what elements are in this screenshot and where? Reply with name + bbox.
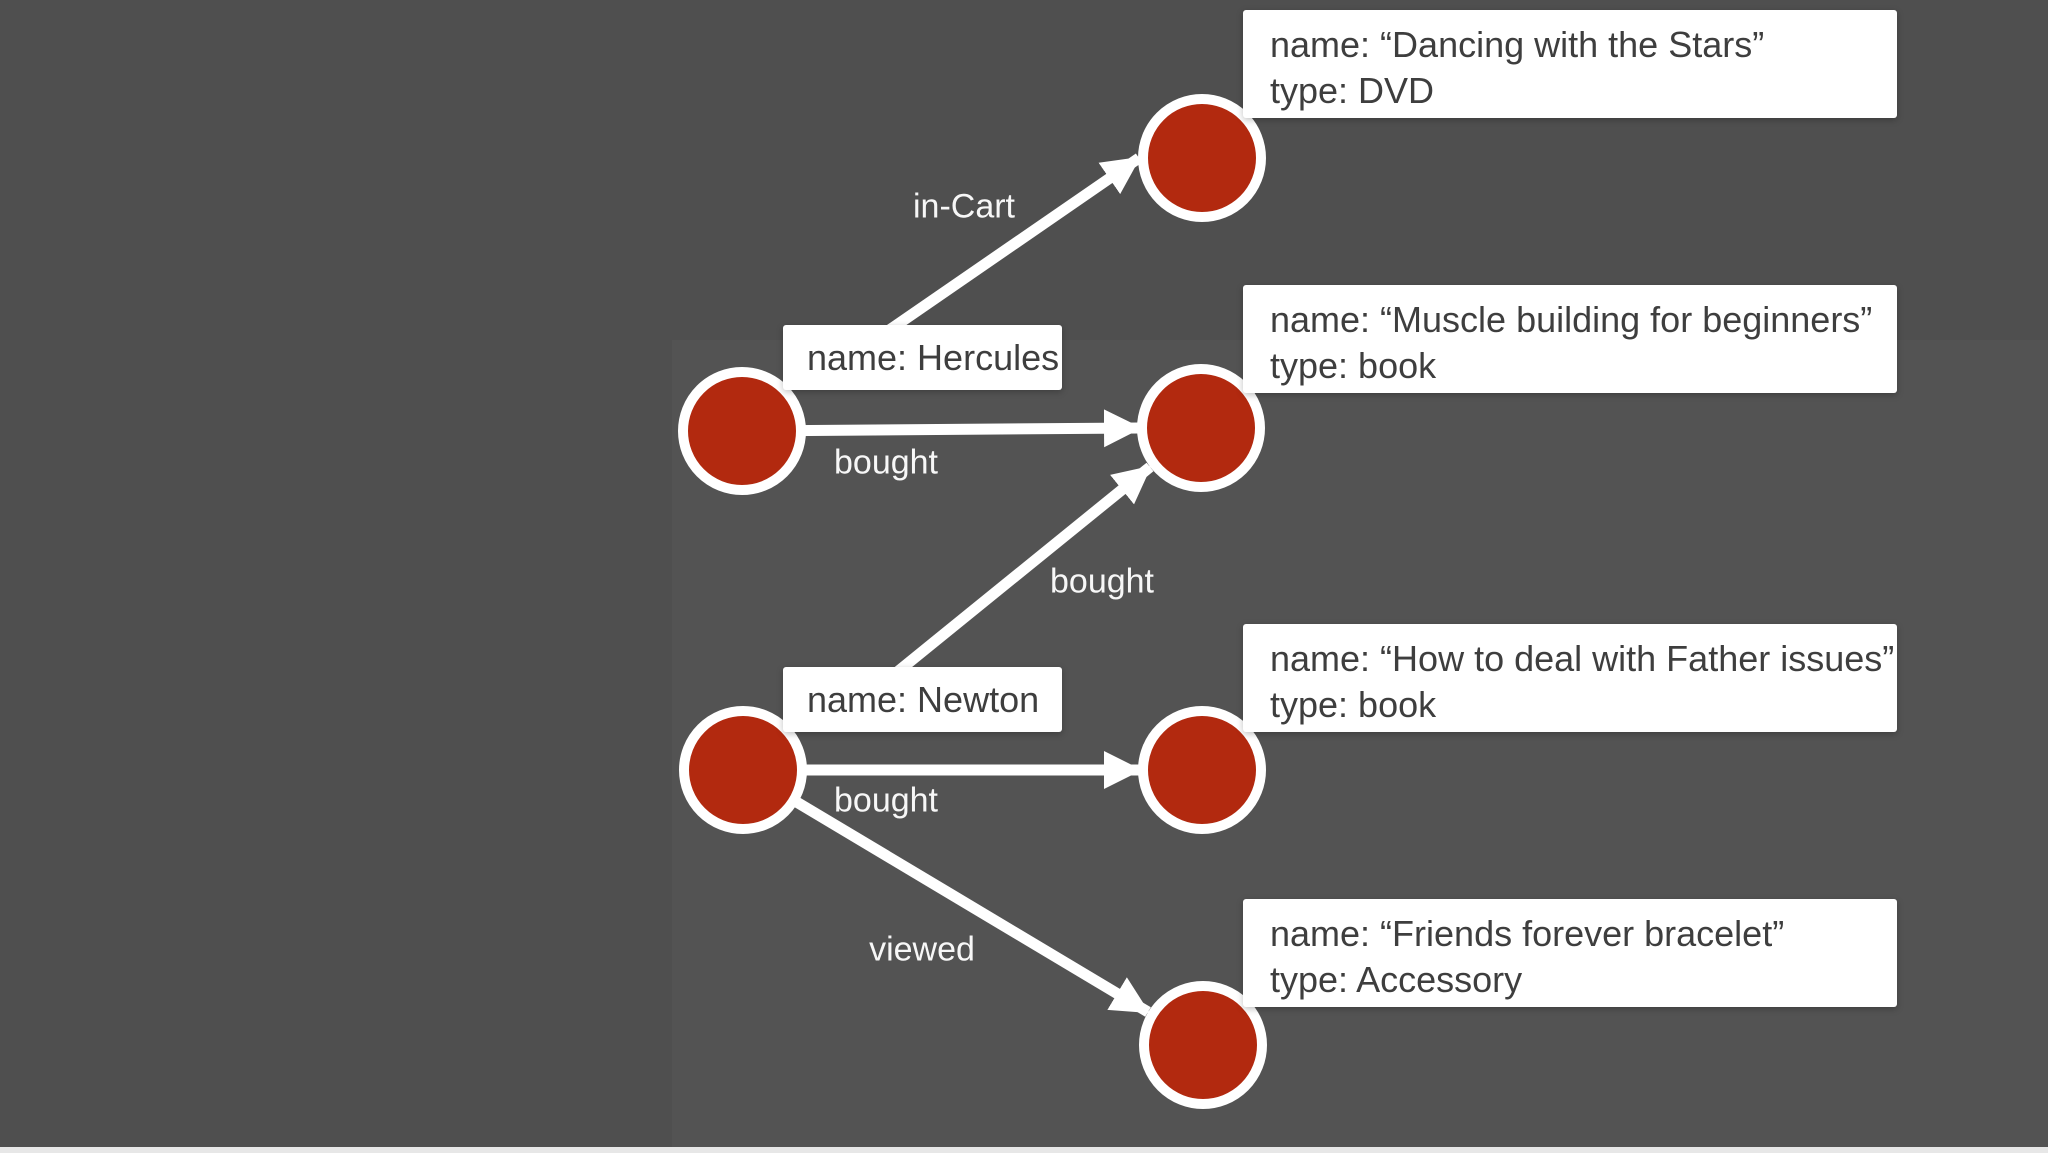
bottom-edge-bar (0, 1147, 2048, 1153)
edge-label-in-cart: in-Cart (912, 187, 1016, 226)
newton-name-box: name: Newton (783, 667, 1062, 732)
father-book-type-line: type: book (1270, 684, 1437, 725)
hercules-name-box: name: Hercules (783, 325, 1062, 390)
bracelet-property-box: name: “Friends forever bracelet” type: A… (1243, 899, 1897, 1007)
dvd-property-box: name: “Dancing with the Stars” type: DVD (1243, 10, 1897, 118)
edge-label-newton-bought-muscle: bought (1050, 562, 1154, 601)
edge-label-newton-viewed: viewed (869, 930, 975, 969)
node-muscle-book (1137, 364, 1265, 492)
edge-label-hercules-bought: bought (834, 443, 938, 482)
father-book-property-box: name: “How to deal with Father issues” t… (1243, 624, 1897, 732)
node-dvd (1138, 94, 1266, 222)
muscle-book-type-line: type: book (1270, 345, 1437, 386)
dvd-type-line: type: DVD (1270, 70, 1435, 111)
edge-hercules-bought-muscle (741, 409, 1142, 448)
edge-label-newton-bought-father: bought (834, 781, 938, 820)
muscle-book-name-line: name: “Muscle building for beginners” (1270, 299, 1873, 340)
node-hercules (678, 367, 806, 495)
edge-newton-bought-muscle (871, 462, 1154, 695)
node-newton (679, 706, 807, 834)
edge-newton-viewed-bracelet (740, 765, 1151, 1017)
newton-name-text: name: Newton (807, 678, 1040, 720)
hercules-name-text: name: Hercules (807, 336, 1060, 378)
bracelet-name-line: name: “Friends forever bracelet” (1270, 913, 1785, 954)
edge-hercules-incart-dvd (868, 153, 1143, 347)
muscle-book-property-box: name: “Muscle building for beginners” ty… (1243, 285, 1897, 393)
bracelet-type-line: type: Accessory (1270, 959, 1523, 1000)
slide-right-region (672, 340, 2048, 1148)
dvd-name-line: name: “Dancing with the Stars” (1270, 24, 1765, 65)
father-book-name-line: name: “How to deal with Father issues” (1270, 638, 1895, 679)
node-father-book (1138, 706, 1266, 834)
node-bracelet (1139, 981, 1267, 1109)
